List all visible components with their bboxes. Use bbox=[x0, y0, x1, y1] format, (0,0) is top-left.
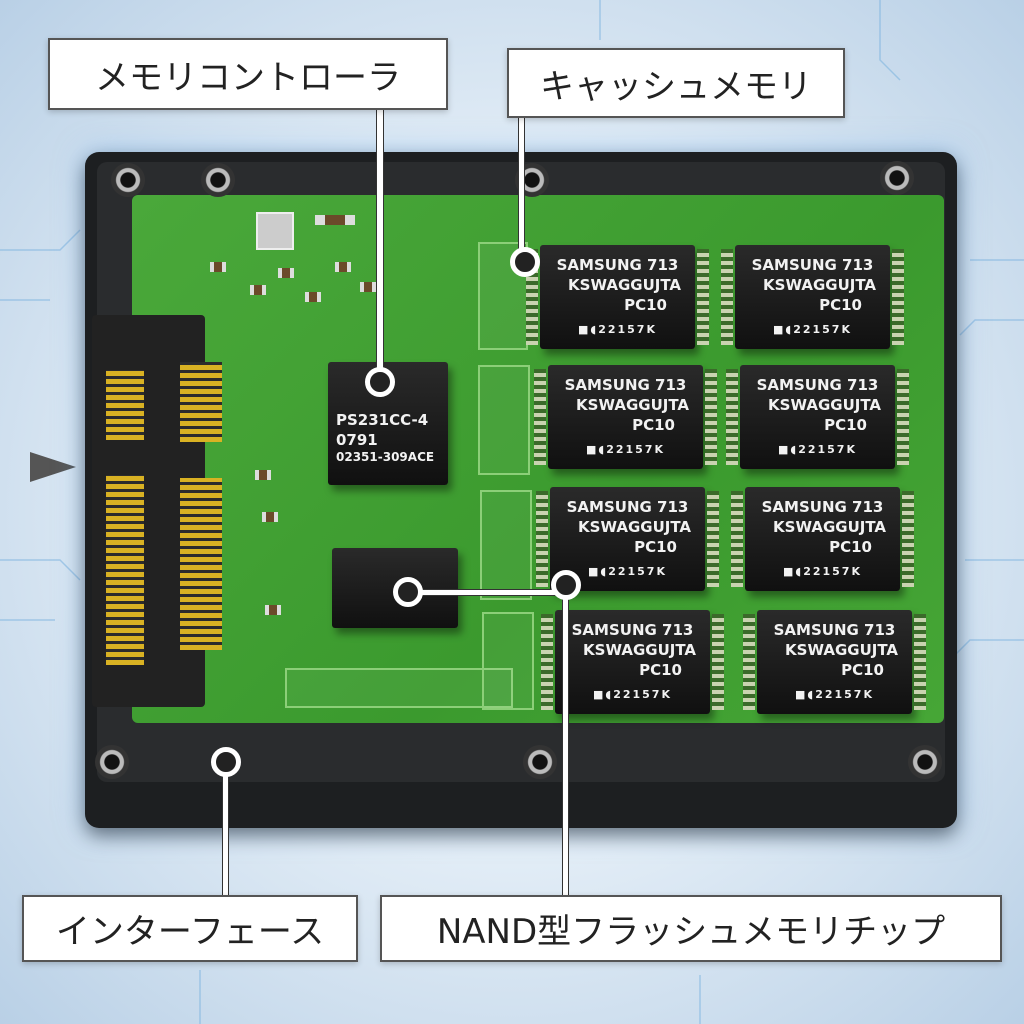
nand-chip-line4: ■◖22157K bbox=[586, 443, 665, 456]
nand-chip-line3: PC10 bbox=[824, 416, 867, 434]
smd-component bbox=[278, 268, 294, 278]
screw-hole bbox=[523, 745, 557, 779]
nand-leader-line bbox=[562, 585, 569, 897]
nand-chip-line4: ■◖22157K bbox=[778, 443, 857, 456]
cache-pointer bbox=[510, 247, 540, 277]
controller-chip-line2: 0791 bbox=[336, 431, 378, 449]
nand-leader-branch bbox=[408, 589, 566, 596]
nand-chip-line2: KSWAGGUJTA bbox=[785, 641, 898, 659]
nand-chip-line1: SAMSUNG 713 bbox=[773, 621, 896, 639]
pcb-slot bbox=[482, 612, 534, 710]
nand-chip-line3: PC10 bbox=[819, 296, 862, 314]
nand-chip-line3: PC10 bbox=[829, 538, 872, 556]
nand-chip-line2: KSWAGGUJTA bbox=[773, 518, 886, 536]
controller-chip-line1: PS231CC-4 bbox=[336, 411, 429, 429]
pcb-slot bbox=[480, 490, 532, 600]
screw-hole bbox=[908, 745, 942, 779]
nand-chip-line4: ■◖22157K bbox=[588, 565, 667, 578]
smd-component bbox=[360, 282, 376, 292]
nand-chip-line1: SAMSUNG 713 bbox=[761, 498, 884, 516]
pcb-pad bbox=[256, 212, 294, 250]
smd-component bbox=[250, 285, 266, 295]
nand-chip-line4: ■◖22157K bbox=[795, 688, 874, 701]
nand-chip-line1: SAMSUNG 713 bbox=[566, 498, 689, 516]
label-cache-memory: キャッシュメモリ bbox=[507, 48, 845, 118]
nand-chip-line3: PC10 bbox=[624, 296, 667, 314]
label-memory-controller: メモリコントローラ bbox=[48, 38, 448, 110]
nand-chip-line1: SAMSUNG 713 bbox=[564, 376, 687, 394]
screw-hole bbox=[880, 161, 914, 195]
nand-chip-line2: KSWAGGUJTA bbox=[763, 276, 876, 294]
screw-hole bbox=[201, 163, 235, 197]
cache-leader-line bbox=[518, 116, 525, 261]
nand-chip-line2: KSWAGGUJTA bbox=[583, 641, 696, 659]
controller-pointer bbox=[365, 367, 395, 397]
nand-chip-line3: PC10 bbox=[632, 416, 675, 434]
screw-hole bbox=[111, 163, 145, 197]
smd-component bbox=[255, 470, 271, 480]
nand-chip-line2: KSWAGGUJTA bbox=[576, 396, 689, 414]
smd-component bbox=[315, 215, 355, 225]
interface-leader-line bbox=[222, 762, 229, 897]
nand-chip-line2: KSWAGGUJTA bbox=[578, 518, 691, 536]
controller-chip-line3: 02351-309ACE bbox=[336, 450, 435, 464]
nand-chip-line3: PC10 bbox=[841, 661, 884, 679]
nand-chip-line2: KSWAGGUJTA bbox=[768, 396, 881, 414]
cache-chip-pointer bbox=[393, 577, 423, 607]
smd-component bbox=[210, 262, 226, 272]
smd-component bbox=[262, 512, 278, 522]
nand-chip-line3: PC10 bbox=[634, 538, 677, 556]
label-interface: インターフェース bbox=[22, 895, 358, 962]
connector-pins-lower bbox=[106, 475, 144, 665]
nand-pointer bbox=[551, 570, 581, 600]
board-pads-upper bbox=[180, 362, 222, 442]
label-nand-flash: NAND型フラッシュメモリチップ bbox=[380, 895, 1002, 962]
smd-component bbox=[305, 292, 321, 302]
nand-chip-line1: SAMSUNG 713 bbox=[571, 621, 694, 639]
nand-chip-line4: ■◖22157K bbox=[783, 565, 862, 578]
nand-chip-line4: ■◖22157K bbox=[578, 323, 657, 336]
pcb-pad bbox=[285, 668, 513, 708]
screw-hole bbox=[95, 745, 129, 779]
smd-component bbox=[265, 605, 281, 615]
interface-pointer bbox=[211, 747, 241, 777]
pcb-slot bbox=[478, 365, 530, 475]
nand-chip-line1: SAMSUNG 713 bbox=[556, 256, 679, 274]
controller-leader-line bbox=[376, 108, 384, 380]
nand-chip-line1: SAMSUNG 713 bbox=[756, 376, 879, 394]
nand-chip-line1: SAMSUNG 713 bbox=[751, 256, 874, 274]
smd-component bbox=[335, 262, 351, 272]
nand-chip-line4: ■◖22157K bbox=[593, 688, 672, 701]
nand-chip-line3: PC10 bbox=[639, 661, 682, 679]
arrow-icon bbox=[30, 452, 76, 482]
nand-chip-line2: KSWAGGUJTA bbox=[568, 276, 681, 294]
memory-controller-chip: PS231CC-4 0791 02351-309ACE bbox=[328, 362, 448, 485]
board-pads-lower bbox=[180, 478, 222, 650]
nand-chip-line4: ■◖22157K bbox=[773, 323, 852, 336]
connector-pins-upper bbox=[106, 370, 144, 440]
